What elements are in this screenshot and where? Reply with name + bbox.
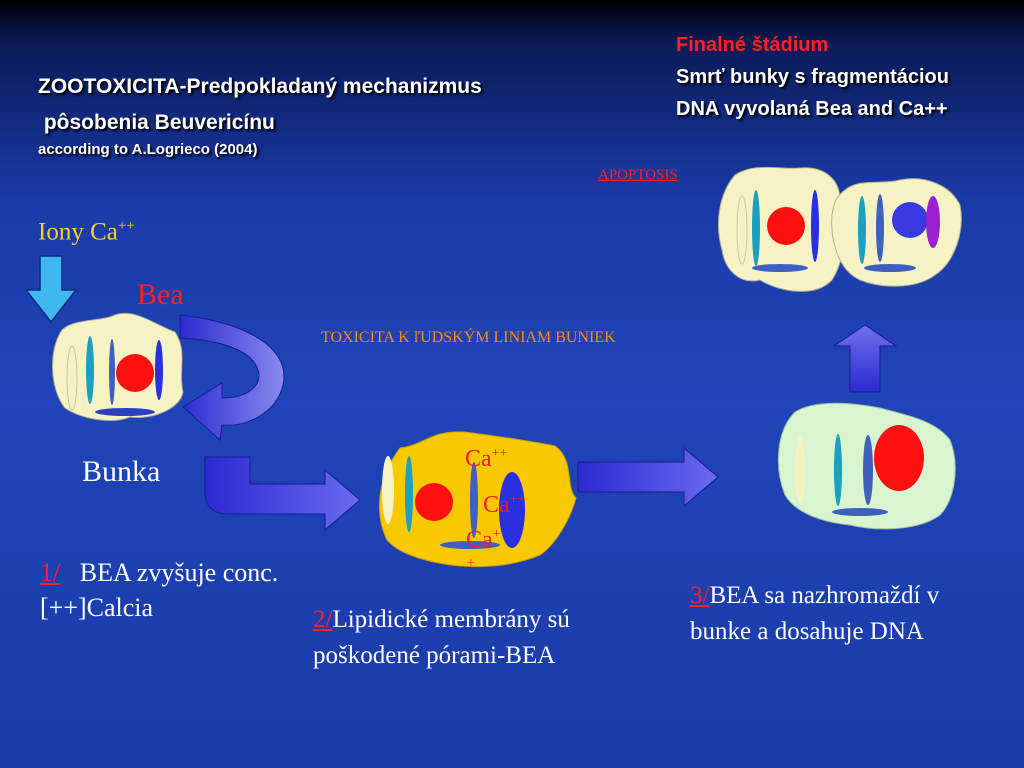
cell-dna-reached [777, 402, 956, 530]
step-caption-1: 1/ BEA zvyšuje conc.[++]Calcia [40, 555, 290, 625]
step-number: 1/ [40, 558, 61, 587]
ions-label-charge: ++ [117, 218, 135, 234]
step-number: 3/ [690, 582, 710, 609]
calcium-label: Ca++ [483, 492, 525, 519]
bea-label: Bea [137, 278, 184, 311]
calcium-charge: + [492, 527, 501, 542]
calcium-extra-charge: + [467, 556, 475, 571]
apoptotic-cell-left [718, 166, 845, 292]
apoptosis-label: APOPTOSIS [598, 167, 678, 183]
cell-damaged [379, 431, 577, 568]
step-caption-3: 3/BEA sa nazhromaždí v bunke a dosahuje … [690, 578, 990, 650]
calcium-text: Ca [466, 527, 493, 553]
final-stage-line1: Smrť bunky s fragmentáciou [676, 66, 949, 88]
calcium-label: Ca++ [465, 446, 507, 473]
citation: according to A.Logrieco (2004) [38, 141, 258, 158]
final-stage-heading: Finalné štádium [676, 34, 829, 56]
ions-label-text: Iony Ca [38, 218, 118, 246]
calcium-charge: ++ [509, 492, 526, 507]
cell-initial [52, 313, 184, 421]
ions-label: Iony Ca++ [38, 218, 135, 246]
ion-entry-arrow [24, 255, 78, 324]
page-title: ZOOTOXICITA-Predpokladaný mechanizmus [38, 75, 482, 98]
page-title-continued: pôsobenia Beuvericínu [38, 111, 275, 134]
step-text: Lipidické membrány sú poškodené pórami-B… [313, 606, 570, 669]
calcium-text: Ca [465, 446, 492, 472]
bea-curved-arrow [179, 314, 285, 442]
final-stage-line2: DNA vyvolaná Bea and Ca++ [676, 98, 948, 120]
cell-label: Bunka [82, 455, 161, 488]
calcium-label: Ca+ [466, 527, 501, 554]
calcium-text: Ca [483, 492, 510, 518]
step-text: BEA zvyšuje conc.[++]Calcia [40, 558, 279, 622]
calcium-charge: ++ [491, 446, 508, 461]
arrow-to-apoptosis [832, 324, 898, 393]
step-caption-2: 2/Lipidické membrány sú poškodené pórami… [313, 602, 653, 674]
bent-arrow-to-damaged-cell [204, 456, 361, 532]
toxicity-label: TOXICITA K ľUDSKÝM LINIAM BUNIEK [321, 329, 616, 346]
arrow-to-dna-cell [577, 446, 719, 508]
step-text: BEA sa nazhromaždí v bunke a dosahuje DN… [690, 582, 940, 645]
apoptotic-cell-right [831, 178, 962, 287]
step-number: 2/ [313, 606, 333, 633]
